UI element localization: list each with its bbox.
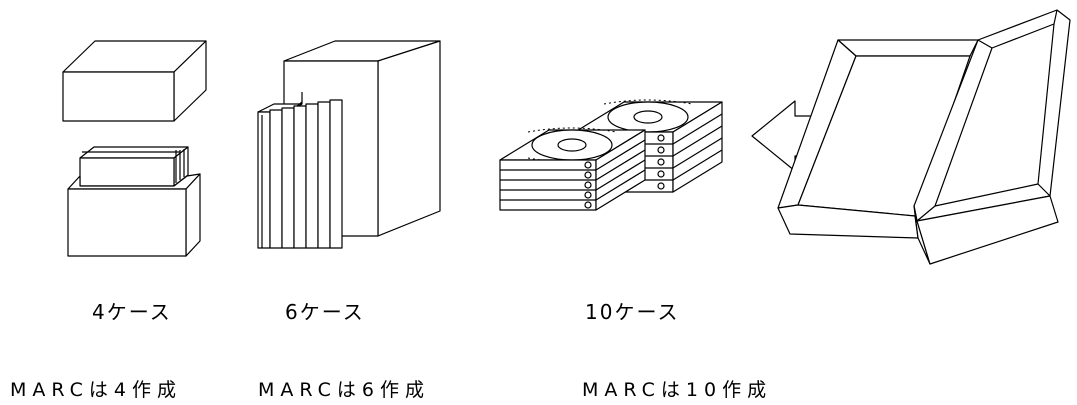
- book-slipcase-icon: [257, 40, 441, 249]
- open-tray-icon: [777, 9, 1071, 265]
- marc-note-6: MARCは6作成: [258, 379, 431, 401]
- case-count-label-6: 6ケース: [285, 300, 365, 324]
- box-with-lid-icon: [62, 40, 207, 257]
- marc-note-10: MARCは10作成: [582, 379, 773, 401]
- disc-case-stack-icon: [499, 99, 723, 211]
- marc-note-4: MARCは4作成: [10, 379, 183, 401]
- case-count-label-4: 4ケース: [92, 300, 172, 324]
- case-count-label-10: 10ケース: [585, 300, 680, 324]
